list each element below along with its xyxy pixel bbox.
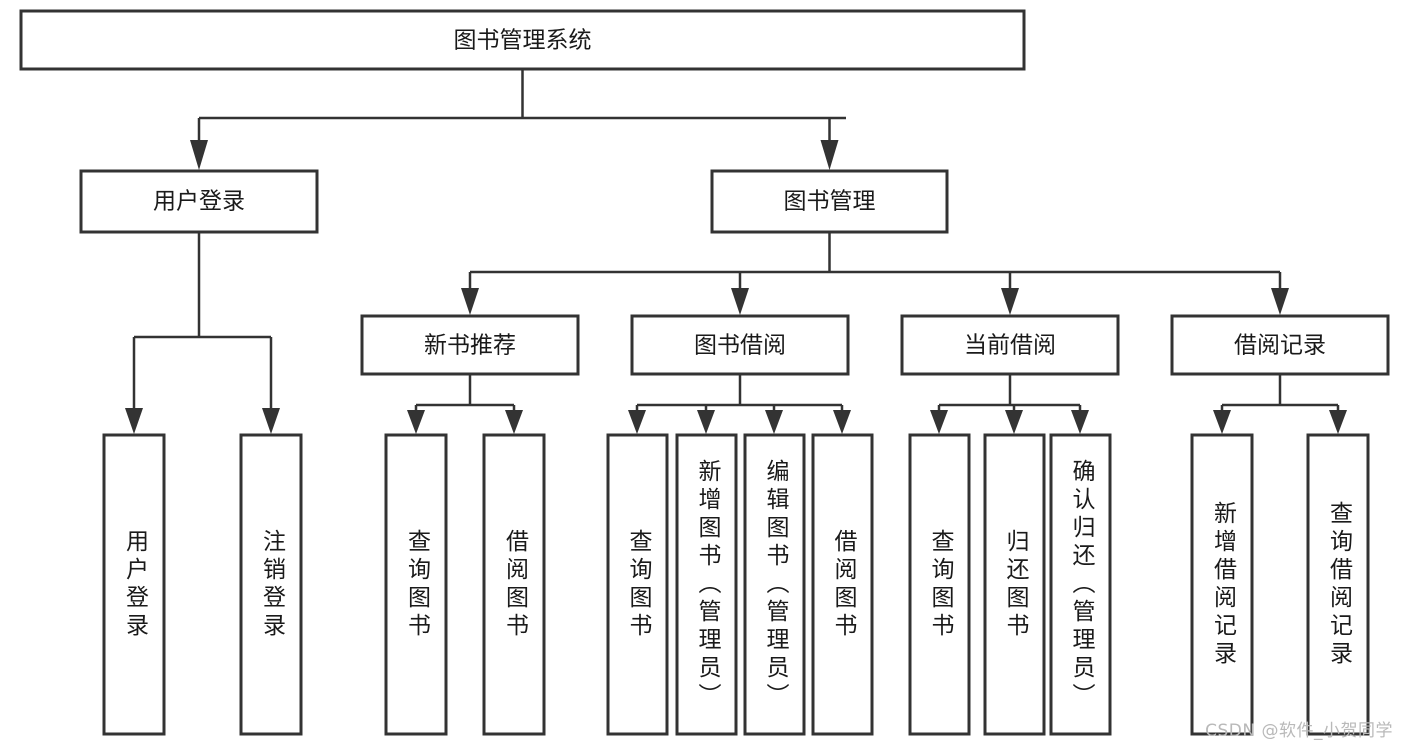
leaf-node-box[interactable] [102,433,166,736]
arrow-head-icon [628,410,646,434]
arrow-head-icon [833,410,851,434]
connectors-newbook-to-leaves [407,374,523,434]
leaf-node-box[interactable] [1306,433,1370,736]
connectors-borrow-to-leaves [628,374,851,434]
leaf-node-box[interactable] [811,433,874,736]
arrow-head-icon [697,410,715,434]
arrow-head-icon [1005,410,1023,434]
node-book-management[interactable]: 图书管理 [710,169,949,234]
node-book-borrow-label: 图书借阅 [694,333,786,359]
node-borrow-records-box[interactable] [1170,314,1390,376]
node-book-management-label: 图书管理 [784,189,876,215]
node-user-login-box[interactable] [79,169,319,234]
node-borrow-records[interactable]: 借阅记录 [1170,314,1390,376]
node-book-borrow-box[interactable] [630,314,850,376]
arrow-head-icon [505,410,523,434]
arrow-head-icon [820,140,839,170]
leaf-node-box[interactable] [1049,433,1112,736]
connectors-bookmgmt-to-level3 [461,232,1289,315]
watermark-text: CSDN @软件_小贺同学 [1205,721,1393,741]
connectors-root-to-level2 [190,69,846,170]
leaf-node-box[interactable] [983,433,1046,736]
arrow-head-icon [407,410,425,434]
arrow-head-icon [1001,288,1019,315]
arrow-head-icon [461,288,479,315]
node-root[interactable]: 图书管理系统 [19,9,1026,71]
leaf-node-box[interactable] [675,433,738,736]
node-new-book-recommend-label: 新书推荐 [424,333,516,359]
node-current-borrow-box[interactable] [900,314,1120,376]
node-borrow-records-label: 借阅记录 [1234,333,1326,359]
connectors-records-to-leaves [1213,374,1347,434]
node-current-borrow-label: 当前借阅 [964,333,1056,359]
arrow-head-icon [1271,288,1289,315]
node-user-login-label: 用户登录 [153,189,245,215]
node-user-login[interactable]: 用户登录 [79,169,319,234]
leaf-node-box[interactable] [1190,433,1254,736]
arrow-head-icon [262,408,280,434]
node-root-box[interactable] [19,9,1026,71]
leaf-node-box[interactable] [239,433,303,736]
arrow-head-icon [1071,410,1089,434]
node-book-management-box[interactable] [710,169,949,234]
node-root-label: 图书管理系统 [454,28,592,54]
leaf-node-box[interactable] [743,433,806,736]
node-new-book-recommend-box[interactable] [360,314,580,376]
leaf-node-box[interactable] [606,433,669,736]
node-current-borrow[interactable]: 当前借阅 [900,314,1120,376]
leaf-node-box[interactable] [482,433,546,736]
leaf-node-box[interactable] [908,433,971,736]
connectors-userlogin-to-leaves [125,232,280,434]
leaf-nodes-group [102,433,1370,736]
arrow-head-icon [190,140,208,170]
arrow-head-icon [1213,410,1231,434]
arrow-head-icon [765,410,783,434]
node-book-borrow[interactable]: 图书借阅 [630,314,850,376]
arrow-head-icon [1329,410,1347,434]
arrow-head-icon [125,408,143,434]
arrow-head-icon [731,288,749,315]
arrow-head-icon [930,410,948,434]
node-new-book-recommend[interactable]: 新书推荐 [360,314,580,376]
connectors-current-to-leaves [930,374,1089,434]
leaf-node-box[interactable] [384,433,448,736]
